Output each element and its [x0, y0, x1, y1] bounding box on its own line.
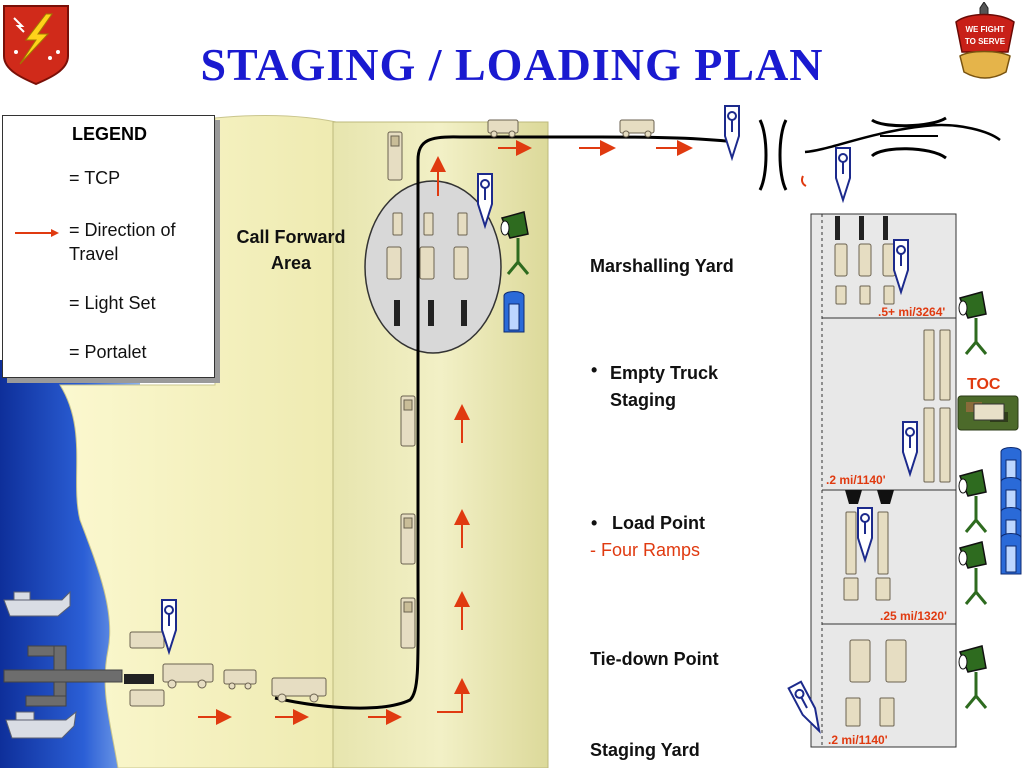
portalet-icon	[503, 291, 525, 333]
truck-horizontal	[129, 631, 165, 649]
vehicle-medium	[419, 246, 435, 280]
load-point-label: Load Point	[612, 513, 705, 533]
truck-vertical	[400, 597, 416, 649]
vehicle-medium	[858, 243, 872, 277]
empty-truck-staging-label: Empty Truck Staging	[610, 363, 719, 410]
truck-vertical	[400, 395, 416, 447]
truck-horizontal	[487, 119, 519, 138]
ship-upper	[3, 590, 71, 617]
load-ramps	[845, 490, 894, 504]
direction-arrow-icon	[15, 229, 59, 237]
truck-horizontal	[129, 689, 165, 707]
vehicle-medium	[453, 246, 469, 280]
call-forward-area-label: Call Forward Area	[236, 227, 346, 273]
vehicle-medium	[834, 243, 848, 277]
four-ramps-label: - Four Ramps	[590, 540, 701, 560]
marshalling-yard-label: Marshalling Yard	[590, 256, 734, 276]
vehicle-dark	[394, 300, 400, 326]
vehicle-dark	[883, 216, 888, 240]
vehicle-small	[835, 285, 847, 305]
page-title: STAGING / LOADING PLAN	[200, 39, 824, 90]
vehicle-small	[859, 285, 871, 305]
truck-vertical	[923, 407, 935, 483]
vehicle-dark	[461, 300, 467, 326]
truck-horizontal	[271, 677, 327, 703]
legend-label-portalet: = Portalet	[69, 342, 147, 362]
vehicle-dark	[124, 674, 154, 684]
truck-vertical	[939, 329, 951, 401]
distance-label: .5+ mi/3264'	[878, 305, 946, 319]
legend-heading: LEGEND	[71, 124, 147, 144]
vehicle-small	[423, 212, 434, 236]
vehicle-small	[875, 577, 891, 601]
truck-vertical	[845, 511, 857, 575]
truck-horizontal	[162, 663, 214, 689]
legend-label-direction: = Direction of Travel	[69, 220, 176, 264]
tie-down-point-label: Tie-down Point	[590, 649, 719, 669]
truck-vertical	[923, 329, 935, 401]
truck-vertical	[877, 511, 889, 575]
direction-arrow-icon	[437, 678, 470, 713]
portalet-icon	[1000, 533, 1022, 575]
insignia-motto-line2: TO SERVE	[965, 37, 1006, 46]
distance-label: .25 mi/1320'	[880, 609, 947, 623]
truck-horizontal	[223, 669, 257, 690]
bullet: •	[591, 360, 598, 380]
vehicle-small	[845, 697, 861, 727]
truck-vertical	[400, 513, 416, 565]
legend-label-tcp: = TCP	[69, 168, 121, 188]
truck-vertical	[939, 407, 951, 483]
pier	[3, 645, 123, 707]
ship-lower	[5, 710, 77, 739]
left-unit-insignia	[3, 5, 69, 86]
truck-vertical	[387, 131, 403, 181]
vehicle-medium	[386, 246, 402, 280]
toc-vehicle	[957, 395, 1019, 431]
land-area	[59, 115, 346, 768]
toc-label: TOC	[967, 376, 1001, 393]
route-exit	[804, 123, 1001, 154]
legend: LEGEND = TCP = Direction of Travel = Lig…	[2, 115, 215, 378]
bullet: •	[591, 513, 598, 533]
legend-label-light-set: = Light Set	[69, 293, 156, 313]
vehicle-small	[843, 577, 859, 601]
vehicle-dark	[428, 300, 434, 326]
vehicle-dark	[859, 216, 864, 240]
distance-label: .2 mi/1140'	[828, 733, 888, 747]
route-line	[274, 135, 736, 710]
vehicle-dark	[835, 216, 840, 240]
right-unit-insignia: WE FIGHT TO SERVE	[955, 2, 1015, 79]
vehicle-small	[879, 697, 895, 727]
truck-vertical	[849, 639, 871, 683]
insignia-motto-line1: WE FIGHT	[965, 25, 1004, 34]
vehicle-small	[457, 212, 468, 236]
truck-vertical	[885, 639, 907, 683]
truck-horizontal	[619, 119, 655, 138]
overpass	[758, 116, 947, 191]
staging-yard-label: Staging Yard	[590, 740, 700, 760]
vehicle-small	[392, 212, 403, 236]
vehicle-small	[883, 285, 895, 305]
distance-label: .2 mi/1140'	[826, 473, 886, 487]
